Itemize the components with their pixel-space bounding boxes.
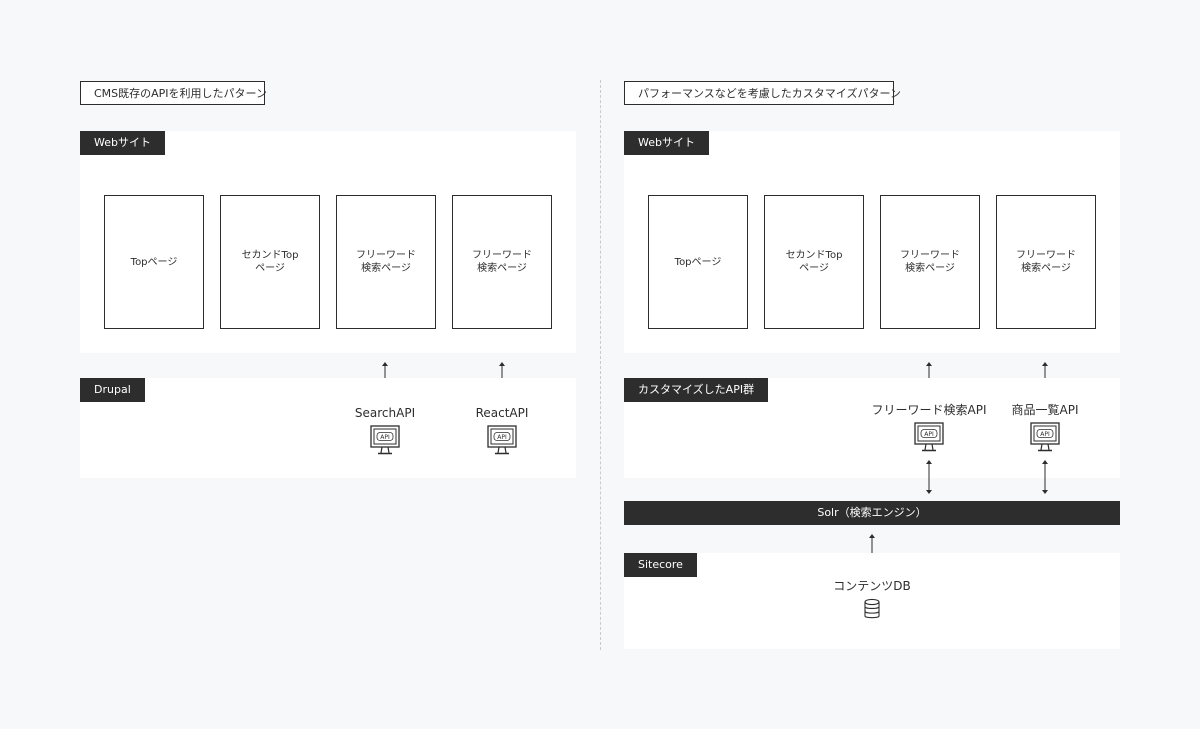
right-custom-api-panel: カスタマイズしたAPI群 [624, 378, 1120, 478]
api-label: フリーワード検索API [871, 403, 987, 417]
left-page-search-2: フリーワード 検索ページ [452, 195, 552, 329]
page-label: フリーワード 検索ページ [356, 250, 416, 274]
api-label: ReactAPI [475, 406, 529, 420]
page-label: セカンドTop ページ [241, 250, 299, 274]
page-label: フリーワード 検索ページ [900, 250, 960, 274]
right-api-freeword: フリーワード検索API API [859, 402, 999, 454]
left-website-panel: Webサイト Topページ セカンドTop ページ フリーワード 検索ページ フ… [80, 131, 576, 353]
left-api-search: SearchAPI API [315, 405, 455, 457]
api-icon-text: API [497, 434, 507, 441]
db-label: コンテンツDB [833, 579, 911, 593]
api-icon-text: API [380, 434, 390, 441]
page-label: フリーワード 検索ページ [472, 250, 532, 274]
right-page-second-top: セカンドTop ページ [764, 195, 864, 329]
left-page-second-top: セカンドTop ページ [220, 195, 320, 329]
right-sitecore-tag: Sitecore [624, 553, 697, 577]
right-website-panel: Webサイト Topページ セカンドTop ページ フリーワード 検索ページ フ… [624, 131, 1120, 353]
right-page-search-1: フリーワード 検索ページ [880, 195, 980, 329]
left-website-tag: Webサイト [80, 131, 165, 155]
page-label: Topページ [674, 256, 722, 268]
right-page-search-2: フリーワード 検索ページ [996, 195, 1096, 329]
api-label: SearchAPI [354, 406, 416, 420]
api-monitor-icon: API [487, 425, 517, 455]
left-page-top: Topページ [104, 195, 204, 329]
api-monitor-icon: API [1030, 422, 1060, 452]
double-arrow-icon [1042, 460, 1048, 494]
right-pattern-title: パフォーマンスなどを考慮したカスタマイズパターン [624, 81, 901, 105]
right-page-top: Topページ [648, 195, 748, 329]
left-pattern-title: CMS既存のAPIを利用したパターン [80, 81, 267, 105]
content-db: コンテンツDB [792, 578, 952, 620]
api-label: 商品一覧API [1011, 403, 1079, 417]
right-website-tag: Webサイト [624, 131, 709, 155]
left-page-search-1: フリーワード 検索ページ [336, 195, 436, 329]
api-icon-text: API [1040, 431, 1050, 438]
left-api-react: ReactAPI API [432, 405, 572, 457]
right-api-product-list: 商品一覧API API [975, 402, 1115, 454]
double-arrow-icon [926, 460, 932, 494]
left-drupal-tag: Drupal [80, 378, 145, 402]
api-monitor-icon: API [370, 425, 400, 455]
page-label: フリーワード 検索ページ [1016, 250, 1076, 274]
page-label: Topページ [130, 256, 178, 268]
api-icon-text: API [924, 431, 934, 438]
api-monitor-icon: API [914, 422, 944, 452]
page-label: セカンドTop ページ [785, 250, 843, 274]
database-icon [864, 598, 880, 619]
solr-search-engine-bar: Solr（検索エンジン） [624, 501, 1120, 525]
right-custom-api-tag: カスタマイズしたAPI群 [624, 378, 769, 402]
pattern-divider [600, 80, 601, 650]
